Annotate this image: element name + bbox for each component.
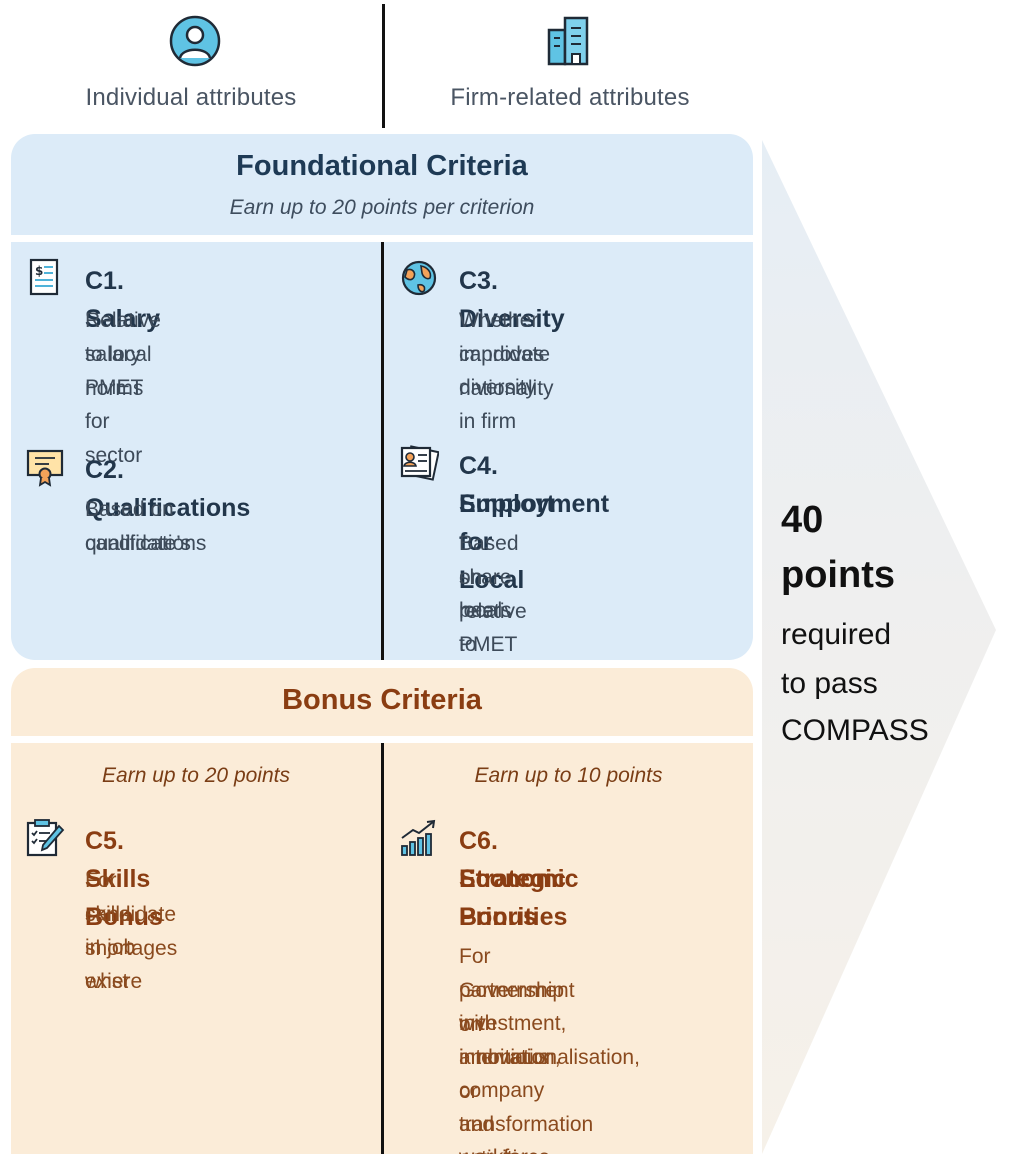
svg-text:$: $ [35,264,43,278]
pass-points-unit: points [781,554,895,596]
pass-text-line-1: required [781,618,892,651]
pass-text-line-3: COMPASS [781,714,929,747]
c4-desc-line-2: share relative to industry [459,566,527,656]
c2-title: C2. Qualifications [85,456,251,522]
c2-desc-line-1: Based on candidate’s [85,498,191,555]
c1-desc-line-1: Relative to local PMET [85,309,161,399]
c4-desc-line-1: Based on local PMET [459,532,519,656]
c6-title-line-2: Economic Priorities [459,865,579,931]
pass-points-number: 40 [781,499,824,541]
bonus-divider [381,743,384,1154]
growth-chart-icon [401,819,436,856]
bonus-separator [11,736,753,743]
header-divider [382,4,385,128]
c3-title: C3. Diversity [459,267,565,333]
c4-title-line-1: C4. Support for Local [459,452,555,594]
globe-icon [401,260,437,296]
c4-desc-line-3: peers [459,599,512,622]
c6-desc-line-2: Government on ambitious [459,979,575,1069]
c1-title: C1. Salary [85,267,161,333]
c6-desc-line-6: transformation activities [459,1113,594,1154]
foundational-subtitle: Earn up to 20 points per criterion [229,196,535,219]
c6-title-line-3: Bonus [459,903,537,931]
pass-text-line-2: to pass [781,667,878,700]
foundational-separator [11,235,753,242]
c3-desc-line-1: Whether candidate [459,309,551,366]
c6-earn-label: Earn up to 10 points [474,764,663,787]
c5-earn-label: Earn up to 20 points [102,764,290,787]
c3-desc-line-3: diversity in firm [459,376,537,433]
pass-arrow-shape [762,140,996,1154]
bonus-title: Bonus Criteria [282,684,482,716]
c2-desc-line-2: qualifications [85,532,207,555]
c6-desc-line-3: investment, innovation, [459,1012,567,1069]
bonus-criteria-panel: Bonus Criteria Earn up to 20 points Earn… [11,668,753,1154]
c6-desc-line-4: internationalisation, or [459,1046,640,1103]
id-card-icon [400,445,439,481]
office-buildings-icon [547,16,589,66]
person-circle-icon [169,15,221,67]
c3-desc-line-2: improves nationality [459,343,554,400]
c5-desc-line-1: For candidate in job where [85,869,177,993]
clipboard-pen-icon [26,819,65,857]
c6-desc-line-1: For partnership with [459,945,565,1035]
individual-attributes-label: Individual attributes [85,84,297,111]
c4-title-line-2: Employment [459,490,610,518]
foundational-title: Foundational Criteria [236,150,528,182]
foundational-divider [381,242,384,660]
c5-title: C5. Skills Bonus [85,827,163,931]
c5-desc-line-2: skills shortages exist [85,903,178,993]
foundational-criteria-panel: Foundational Criteria Earn up to 20 poin… [11,134,753,660]
c6-title-line-1: C6. Strategic [459,827,566,893]
firm-attributes-header: Firm-related attributes [385,0,755,128]
c1-desc-line-2: salary norms for sector [85,343,144,467]
firm-attributes-label: Firm-related attributes [450,84,690,111]
individual-attributes-header: Individual attributes [0,0,382,128]
certificate-icon [26,449,64,487]
salary-document-icon: $ [29,258,59,296]
c6-desc-line-5: company and workforce [459,1079,550,1154]
